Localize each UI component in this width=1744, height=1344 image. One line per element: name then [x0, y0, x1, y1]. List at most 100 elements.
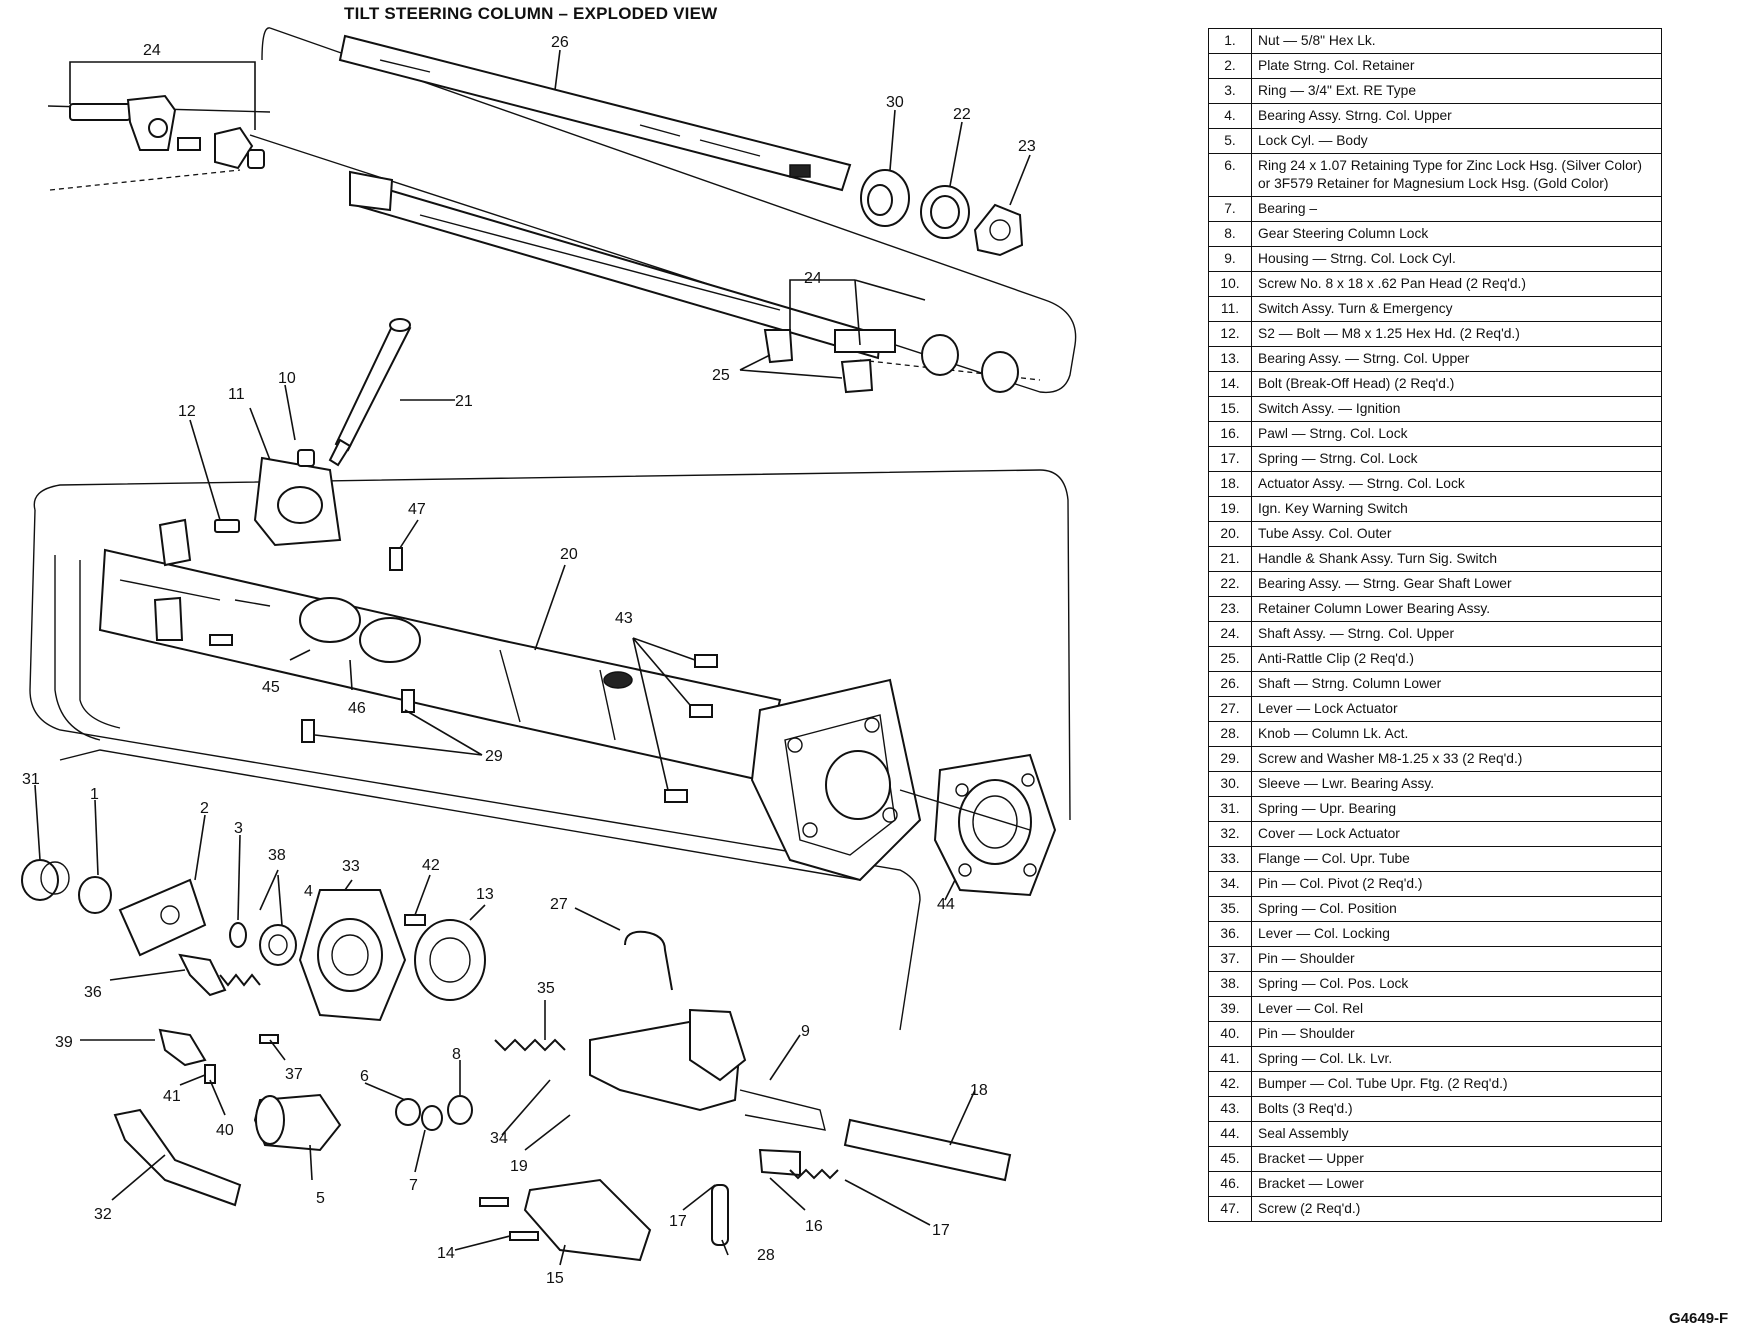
- bearing-13: [414, 919, 486, 1001]
- legend-row: 29.Screw and Washer M8-1.25 x 33 (2 Req'…: [1208, 746, 1662, 772]
- part-number: 19.: [1208, 496, 1252, 522]
- part-description: Spring — Col. Pos. Lock: [1251, 971, 1662, 997]
- part-number: 3.: [1208, 78, 1252, 104]
- part-number: 37.: [1208, 946, 1252, 972]
- part-description: Screw and Washer M8-1.25 x 33 (2 Req'd.): [1251, 746, 1662, 772]
- callout-label: 29: [485, 748, 503, 765]
- part-number: 23.: [1208, 596, 1252, 622]
- callout-label: 17: [932, 1222, 950, 1239]
- nut-1: [78, 876, 112, 914]
- callout-label: 43: [615, 610, 633, 627]
- part-number: 45.: [1208, 1146, 1252, 1172]
- legend-row: 37.Pin — Shoulder: [1208, 946, 1662, 972]
- callout-label: 35: [537, 980, 555, 997]
- legend-row: 30.Sleeve — Lwr. Bearing Assy.: [1208, 771, 1662, 797]
- part-description: Housing — Strng. Col. Lock Cyl.: [1251, 246, 1662, 272]
- seal-assembly: [933, 753, 1057, 897]
- legend-row: 11.Switch Assy. Turn & Emergency: [1208, 296, 1662, 322]
- part-description: Ring 24 x 1.07 Retaining Type for Zinc L…: [1251, 153, 1662, 197]
- legend-row: 5.Lock Cyl. — Body: [1208, 128, 1662, 154]
- legend-row: 36.Lever — Col. Locking: [1208, 921, 1662, 947]
- part-number: 6.: [1208, 153, 1252, 197]
- legend-row: 42.Bumper — Col. Tube Upr. Ftg. (2 Req'd…: [1208, 1071, 1662, 1097]
- part-number: 1.: [1208, 28, 1252, 54]
- part-number: 31.: [1208, 796, 1252, 822]
- part-description: Seal Assembly: [1251, 1121, 1662, 1147]
- part-number: 24.: [1208, 621, 1252, 647]
- part-description: Lever — Col. Rel: [1251, 996, 1662, 1022]
- legend-row: 13.Bearing Assy. — Strng. Col. Upper: [1208, 346, 1662, 372]
- part-description: Gear Steering Column Lock: [1251, 221, 1662, 247]
- part-description: Shaft Assy. — Strng. Col. Upper: [1251, 621, 1662, 647]
- part-number: 40.: [1208, 1021, 1252, 1047]
- legend-row: 34.Pin — Col. Pivot (2 Req'd.): [1208, 871, 1662, 897]
- callout-label: 28: [757, 1247, 775, 1264]
- part-description: Sleeve — Lwr. Bearing Assy.: [1251, 771, 1662, 797]
- callout-label: 32: [94, 1206, 112, 1223]
- legend-row: 32.Cover — Lock Actuator: [1208, 821, 1662, 847]
- ring-6: [395, 1098, 421, 1126]
- part-number: 16.: [1208, 421, 1252, 447]
- part-description: Bumper — Col. Tube Upr. Ftg. (2 Req'd.): [1251, 1071, 1662, 1097]
- part-number: 4.: [1208, 103, 1252, 129]
- part-description: Spring — Strng. Col. Lock: [1251, 446, 1662, 472]
- part-description: Ign. Key Warning Switch: [1251, 496, 1662, 522]
- part-number: 44.: [1208, 1121, 1252, 1147]
- lever-27: [624, 930, 673, 991]
- lever-36: [178, 953, 227, 997]
- part-number: 12.: [1208, 321, 1252, 347]
- part-description: Bracket — Lower: [1251, 1171, 1662, 1197]
- part-description: Switch Assy. Turn & Emergency: [1251, 296, 1662, 322]
- sleeve-30: [860, 169, 910, 227]
- legend-row: 38.Spring — Col. Pos. Lock: [1208, 971, 1662, 997]
- callout-label: 34: [490, 1130, 508, 1147]
- part-number: 25.: [1208, 646, 1252, 672]
- legend-row: 1.Nut — 5/8" Hex Lk.: [1208, 28, 1662, 54]
- callout-label: 46: [348, 700, 366, 717]
- part-description: Screw (2 Req'd.): [1251, 1196, 1662, 1222]
- anti-rattle-clip: [763, 329, 794, 364]
- legend-row: 47.Screw (2 Req'd.): [1208, 1196, 1662, 1222]
- part-number: 22.: [1208, 571, 1252, 597]
- callout-label: 45: [262, 679, 280, 696]
- knob-28: [711, 1184, 729, 1246]
- part-number: 41.: [1208, 1046, 1252, 1072]
- part-number: 29.: [1208, 746, 1252, 772]
- callout-label: 21: [455, 393, 473, 410]
- legend-row: 39.Lever — Col. Rel: [1208, 996, 1662, 1022]
- callout-label: 20: [560, 546, 578, 563]
- actuator-18: [843, 1118, 1012, 1182]
- callout-label: 5: [316, 1190, 325, 1207]
- callout-label: 9: [801, 1023, 810, 1040]
- retainer-23: [973, 203, 1024, 257]
- part-description: Screw No. 8 x 18 x .62 Pan Head (2 Req'd…: [1251, 271, 1662, 297]
- part-number: 20.: [1208, 521, 1252, 547]
- outer-tube-outline: [33, 469, 1071, 821]
- upper-bearing-4: [259, 924, 297, 966]
- bearing-7: [421, 1105, 443, 1131]
- part-number: 43.: [1208, 1096, 1252, 1122]
- legend-row: 46.Bracket — Lower: [1208, 1171, 1662, 1197]
- callout-label: 27: [550, 896, 568, 913]
- part-description: Flange — Col. Upr. Tube: [1251, 846, 1662, 872]
- spring-31: [21, 859, 70, 901]
- part-description: Lever — Col. Locking: [1251, 921, 1662, 947]
- callout-label: 39: [55, 1034, 73, 1051]
- part-number: 28.: [1208, 721, 1252, 747]
- callout-label: 12: [178, 403, 196, 420]
- part-number: 27.: [1208, 696, 1252, 722]
- legend-row: 45.Bracket — Upper: [1208, 1146, 1662, 1172]
- part-number: 21.: [1208, 546, 1252, 572]
- part-description: Bolts (3 Req'd.): [1251, 1096, 1662, 1122]
- part-description: Tube Assy. Col. Outer: [1251, 521, 1662, 547]
- part-description: Spring — Upr. Bearing: [1251, 796, 1662, 822]
- anti-rattle-clip: [840, 358, 874, 394]
- callout-label: 14: [437, 1245, 455, 1262]
- lock-cylinder-housing: [589, 1008, 826, 1131]
- legend-row: 25.Anti-Rattle Clip (2 Req'd.): [1208, 646, 1662, 672]
- part-description: Retainer Column Lower Bearing Assy.: [1251, 596, 1662, 622]
- part-description: Pin — Shoulder: [1251, 946, 1662, 972]
- callout-label: 23: [1018, 138, 1036, 155]
- legend-row: 3.Ring — 3/4" Ext. RE Type: [1208, 78, 1662, 104]
- legend-row: 16.Pawl — Strng. Col. Lock: [1208, 421, 1662, 447]
